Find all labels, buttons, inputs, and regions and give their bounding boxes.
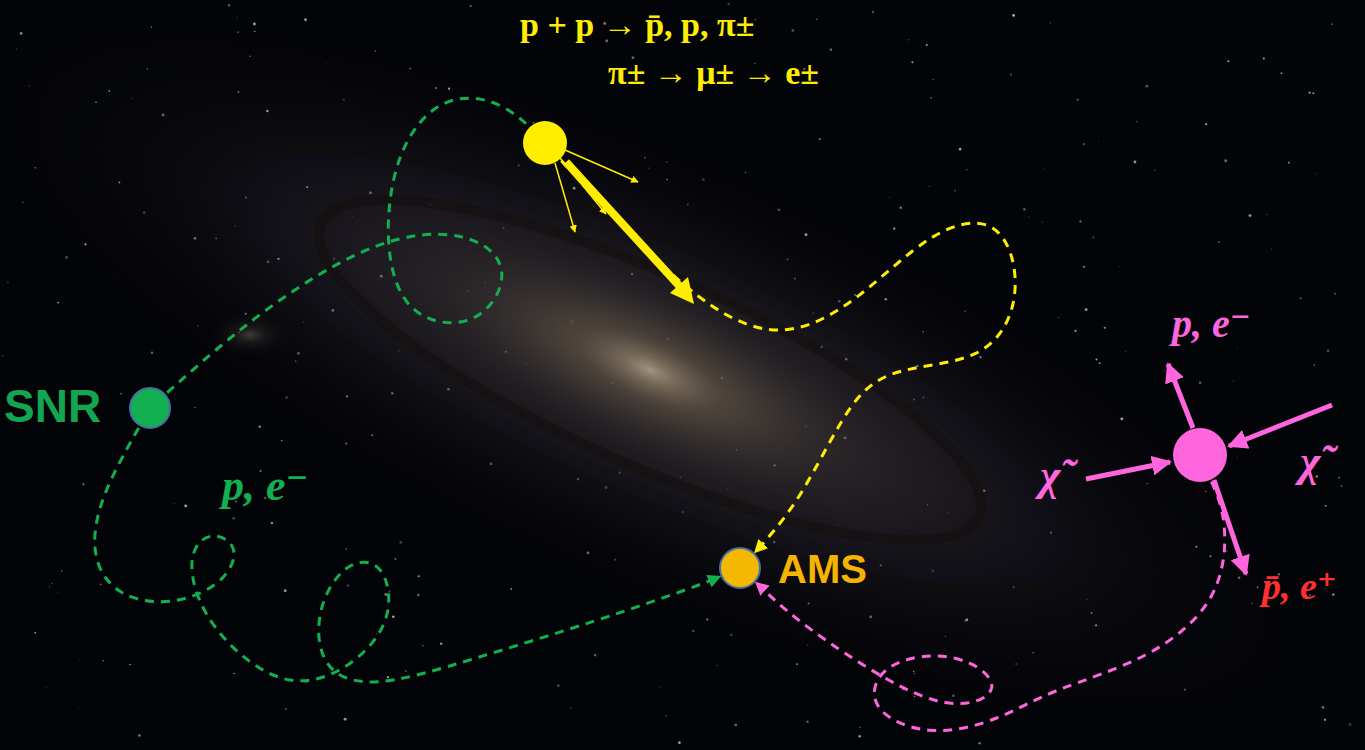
dark-matter-label: χ̃ [1300, 438, 1320, 486]
product-label: p, e⁻ [1172, 302, 1251, 346]
detector-label: AMS [778, 547, 867, 591]
particle-label: p, e⁻ [222, 462, 309, 510]
collision-point: p + p → p̄, p, π±π± → μ± → e± [523, 121, 567, 165]
source-label: SNR [4, 381, 101, 432]
dark-matter-label: χ̃ [1040, 452, 1060, 500]
reaction-text: p + p → p̄, p, π± [520, 6, 754, 43]
detector-point: AMS [719, 547, 761, 589]
particle-trajectory [757, 482, 1225, 731]
decay-chain-text: π± → μ± → e± [608, 54, 819, 91]
incoming-particle-line [1086, 462, 1170, 479]
particle-trajectory [95, 428, 719, 682]
particle-trajectory [561, 161, 1015, 552]
particle-trajectory [167, 98, 528, 393]
product-arrow [566, 162, 683, 290]
antiparticle-label: p̄, e⁺ [1262, 566, 1337, 608]
outgoing-particle-line [1214, 480, 1246, 574]
outgoing-particle-line [1168, 364, 1193, 428]
source-point: SNR [129, 387, 171, 429]
annihilation-vertex: p, e⁻χ̃χ̃p̄, e⁺ [1173, 428, 1227, 482]
